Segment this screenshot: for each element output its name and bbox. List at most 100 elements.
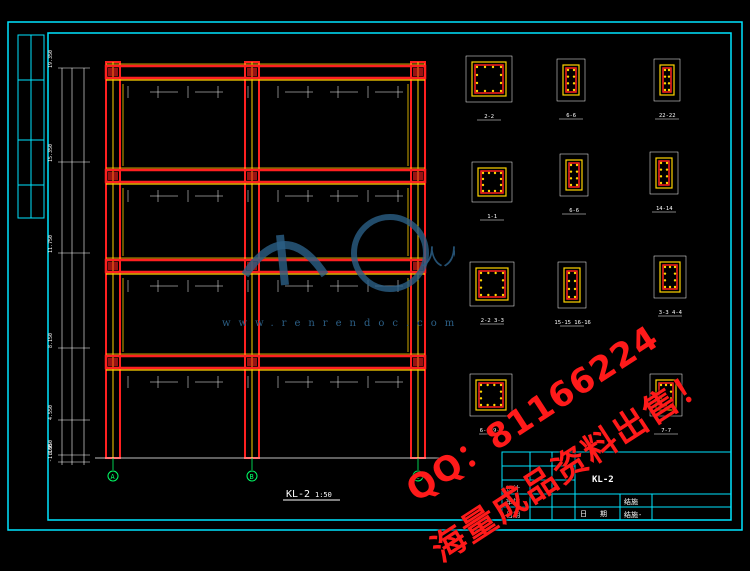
rebar-dot [491,89,495,93]
rebar-dot [566,75,570,78]
outer-border [7,21,743,531]
section-label: 7-7 [661,428,671,434]
rebar-dot [501,286,505,289]
beam-2 [104,168,427,184]
title-block-period-label: 期 [600,510,607,518]
axis-bubble [412,470,424,482]
rebar-dot [487,171,491,175]
rebar-dot [665,181,669,185]
section-label: 15-15 16-16 [554,320,590,326]
rebar-dot [501,271,505,275]
level-label: 15.350 [48,144,54,162]
title-block-row-3: 日期 [506,511,520,519]
rebar-dot [665,161,669,165]
rebar-dot [493,189,497,193]
beam-1 [104,64,427,80]
rebar-dot [499,65,503,69]
elevation-scale: 1:50 [315,491,332,499]
cad-drawing: 19.35015.35011.7508.1504.5500.950-1.100 … [7,21,743,531]
rebar-dot [499,73,503,77]
rebar-dot [494,293,497,297]
rebar-dot [573,295,577,299]
rebar-dot [673,279,677,282]
rebar-dot [659,390,663,393]
rebar-dot [499,397,503,400]
title-block-sheet-1: 结施 [624,497,638,506]
section-stirrup [568,162,580,188]
rebar-dot [483,65,487,69]
rebar-dot [668,285,672,289]
rebar-dot [572,68,576,72]
rebar-dot [667,82,671,85]
section-outline [565,159,583,191]
section-label: 1-1 [487,214,497,220]
joint-box [413,172,423,180]
rebar-dot [669,403,673,407]
rebar-dot [659,397,663,400]
section-dim-box [653,255,687,299]
rebar-dot [665,168,669,171]
rebar-dot [663,88,667,92]
section-dim-box [559,153,589,197]
rebar-dot [673,272,677,275]
rebar-dot [569,163,573,167]
rebar-dot [566,88,570,92]
rebar-dot [659,403,663,407]
rebar-dot [487,189,491,193]
rebar-dot [501,293,505,297]
rebar-dot [567,287,571,291]
rebar-dot [573,287,577,291]
section-outline [655,379,677,411]
rebar-dot [569,170,573,173]
section-stirrup [474,64,504,94]
section-stirrup [480,170,504,194]
axis-label: C [416,473,420,481]
rebar-dot [569,177,573,180]
rebar-dot [566,68,570,72]
section-label: 6-6 [566,113,576,119]
rebar-dot [673,285,677,289]
rebar-dot [665,175,669,178]
rebar-dot [499,89,503,93]
level-label: 0.950 [48,440,54,455]
rebar-dot [475,73,479,77]
joint-box [108,262,118,270]
site-watermark: www.renrendoc.com [222,318,463,329]
beam-4 [104,354,427,370]
joint-box [247,172,257,180]
rebar-dot [663,272,667,275]
rebar-dot [491,65,495,69]
rebar-dot [493,403,496,407]
section-label: 2-2 3-3 [481,318,504,324]
rebar-dot [479,390,483,393]
rebar-dot [499,183,503,187]
section-stirrup [658,160,670,186]
section-dim-box [649,151,679,195]
rebar-dot [481,183,485,187]
level-label: 8.150 [48,333,54,348]
rebar-dot [566,82,570,85]
section-dim-box [465,55,513,103]
rebar-dot [567,279,571,283]
rebar-dot [493,171,497,175]
rebar-dot [479,397,483,400]
section-stirrup [658,382,674,408]
rebar-dot [668,265,672,269]
rebar-dot [475,89,479,93]
rebar-dot [573,279,577,283]
rebar-dot [575,183,579,187]
rebar-dot [663,285,667,289]
rebar-dot [481,171,485,175]
title-block-drawing-name: KL-2 [592,475,614,485]
rebar-dot [499,383,503,387]
section-label: 6-6 9-9 [480,428,503,434]
joint-box [108,68,118,76]
rebar-dot [494,271,497,275]
rebar-dot [501,279,505,282]
rebar-dot [479,403,483,407]
rebar-dot [567,295,571,299]
section-dim-box [557,261,587,309]
